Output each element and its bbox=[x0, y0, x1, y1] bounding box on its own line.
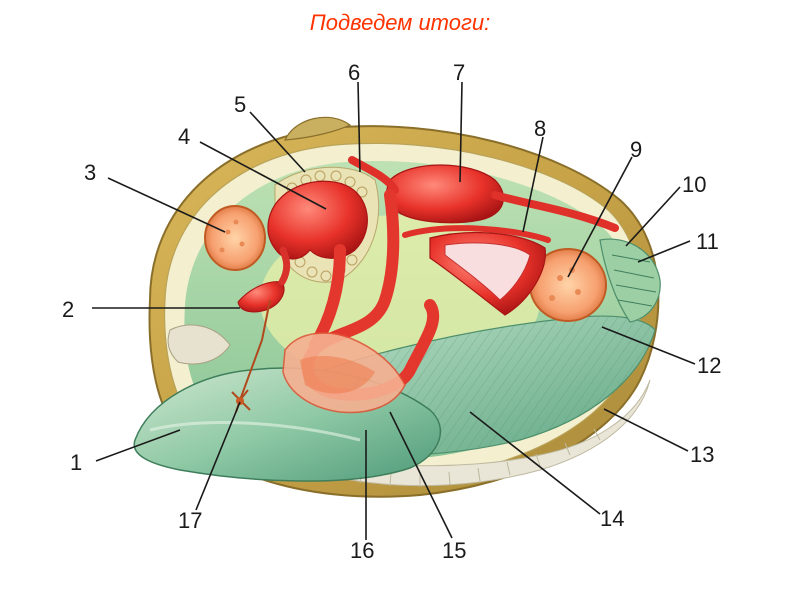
label-8: 8 bbox=[534, 116, 546, 141]
mouth bbox=[237, 281, 285, 313]
label-13: 13 bbox=[690, 442, 714, 467]
label-7: 7 bbox=[453, 60, 465, 85]
heart-ventricle bbox=[386, 164, 504, 224]
label-12: 12 bbox=[697, 353, 721, 378]
label-11: 11 bbox=[696, 229, 719, 254]
label-1: 1 bbox=[70, 450, 82, 475]
anterior-adductor bbox=[204, 205, 266, 271]
label-4: 4 bbox=[178, 124, 190, 149]
label-5: 5 bbox=[234, 92, 246, 117]
label-16: 16 bbox=[350, 538, 374, 563]
shell-umbo bbox=[284, 116, 352, 141]
labial-palps bbox=[167, 324, 231, 365]
label-17: 17 bbox=[178, 508, 202, 533]
label-6: 6 bbox=[348, 60, 360, 85]
label-2: 2 bbox=[62, 297, 74, 322]
label-14: 14 bbox=[600, 506, 624, 531]
label-15: 15 bbox=[442, 538, 466, 563]
label-3: 3 bbox=[84, 160, 96, 185]
page-title: Подведем итоги: bbox=[309, 10, 491, 35]
leader-lines bbox=[92, 81, 696, 540]
label-9: 9 bbox=[630, 137, 642, 162]
aorta bbox=[348, 156, 399, 194]
gill-folds bbox=[269, 379, 651, 487]
label-10: 10 bbox=[682, 172, 706, 197]
